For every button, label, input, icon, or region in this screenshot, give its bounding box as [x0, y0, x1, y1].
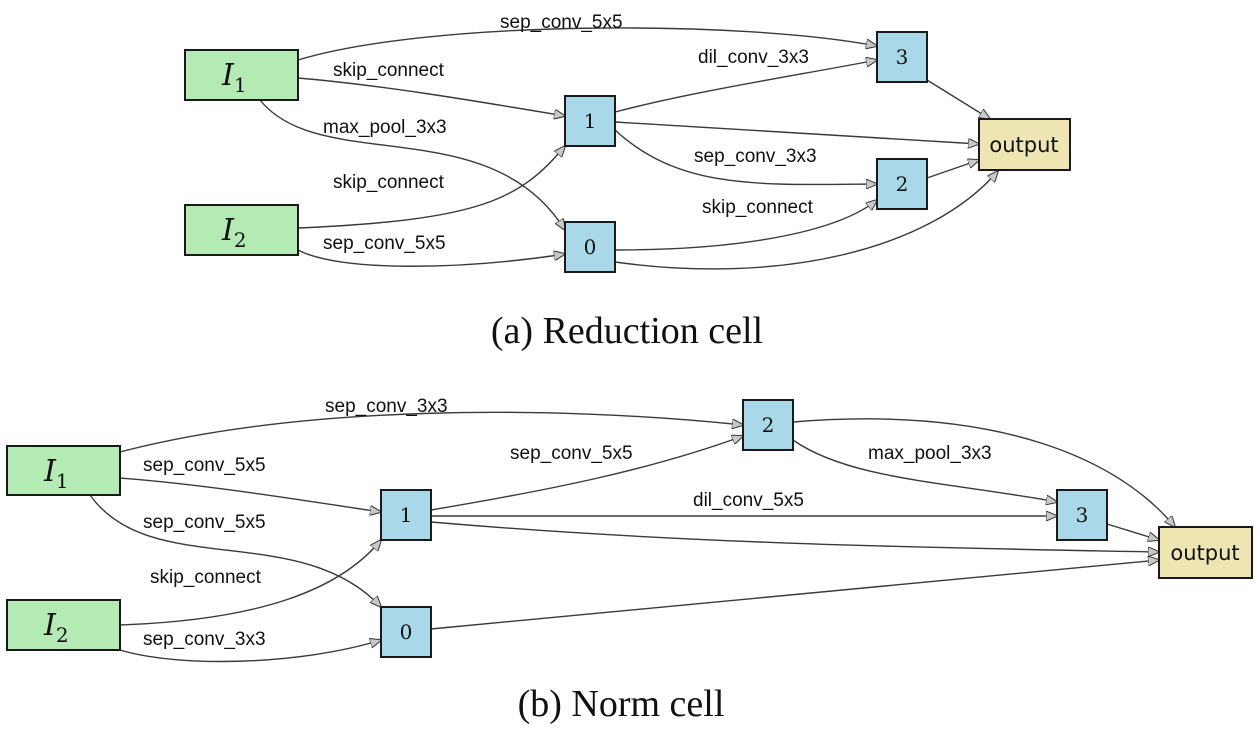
svg-text:I1: I1 — [43, 454, 69, 493]
node-0: 0 — [564, 221, 616, 273]
input-node-i2: I2 — [184, 204, 299, 256]
output-label: output — [1170, 541, 1239, 565]
input-i2-subscript: 2 — [56, 623, 69, 647]
edge-2-to-3 — [792, 439, 1057, 502]
node-2: 2 — [742, 399, 794, 451]
output-node: output — [1158, 526, 1253, 579]
input-i2-base: I — [43, 608, 57, 643]
input-i1-base: I — [221, 58, 235, 93]
edge-label-2-to-3: max_pool_3x3 — [868, 443, 992, 464]
node-1: 1 — [380, 489, 432, 541]
edge-0-to-2 — [614, 200, 877, 251]
input-i1-base: I — [43, 454, 57, 489]
edge-i2-to-0 — [297, 249, 565, 267]
svg-text:I2: I2 — [221, 213, 247, 252]
node-1-label: 1 — [584, 109, 597, 133]
edge-2-to-output — [792, 418, 1175, 527]
edge-i1-to-2 — [119, 411, 743, 453]
edge-3-to-output — [926, 79, 990, 119]
output-label: output — [989, 133, 1058, 157]
svg-text:I2: I2 — [43, 608, 69, 647]
edge-i1-to-1 — [297, 77, 565, 116]
edge-0-to-output — [430, 560, 1159, 630]
edge-label-i2-to-1: skip_connect — [150, 567, 262, 588]
node-3-label: 3 — [896, 45, 909, 69]
edge-label-i2-to-0: sep_conv_3x3 — [143, 629, 266, 650]
edge-1-to-output — [430, 521, 1159, 552]
edge-i2-to-1 — [297, 146, 565, 229]
edge-label-i1-to-0: max_pool_3x3 — [323, 117, 447, 138]
edge-label-1-to-2: sep_conv_3x3 — [694, 146, 817, 167]
edge-label-i2-to-0: sep_conv_5x5 — [323, 233, 446, 254]
edge-1-to-3 — [614, 60, 877, 113]
edge-label-1-to-2: sep_conv_5x5 — [510, 443, 633, 464]
edge-label-1-to-3: dil_conv_5x5 — [693, 490, 804, 511]
input-i1-subscript: 1 — [56, 469, 69, 493]
edge-label-0-to-2: skip_connect — [702, 197, 814, 218]
node-0: 0 — [380, 606, 432, 658]
node-1: 1 — [564, 95, 616, 147]
norm-cell: sep_conv_3x3 sep_conv_5x5 sep_conv_5x5 s… — [6, 396, 1253, 725]
edge-label-i1-to-0: sep_conv_5x5 — [143, 512, 266, 533]
output-node: output — [978, 118, 1071, 171]
edge-i1-to-3 — [297, 27, 877, 61]
input-node-i2: I2 — [6, 599, 121, 651]
edge-label-1-to-3: dil_conv_3x3 — [698, 47, 809, 68]
reduction-cell: sep_conv_5x5 skip_connect max_pool_3x3 s… — [184, 12, 1071, 352]
node-1-label: 1 — [400, 503, 413, 527]
input-i1-subscript: 1 — [234, 73, 247, 97]
node-2-label: 2 — [762, 413, 775, 437]
input-i2-subscript: 2 — [234, 228, 247, 252]
node-2: 2 — [876, 158, 928, 210]
edge-2-to-output — [926, 160, 979, 179]
svg-text:I1: I1 — [221, 58, 247, 97]
input-node-i1: I1 — [6, 445, 121, 496]
node-3: 3 — [1056, 489, 1108, 541]
caption-norm-cell: (b) Norm cell — [518, 683, 725, 725]
edge-label-i1-to-1: skip_connect — [333, 60, 445, 81]
edge-0-to-output — [614, 171, 998, 270]
node-3-label: 3 — [1076, 503, 1089, 527]
edge-1-to-2 — [430, 436, 743, 511]
edge-label-i2-to-1: skip_connect — [333, 172, 445, 193]
edge-1-to-output — [614, 121, 979, 144]
edge-i1-to-1 — [119, 477, 381, 512]
input-node-i1: I1 — [184, 49, 299, 101]
edge-label-i1-to-3: sep_conv_5x5 — [500, 12, 623, 33]
caption-reduction-cell: (a) Reduction cell — [491, 310, 763, 352]
edge-1-to-2 — [614, 129, 877, 185]
node-0-label: 0 — [584, 235, 597, 259]
edge-i1-to-0 — [89, 494, 381, 607]
edge-i2-to-1 — [119, 540, 381, 626]
edge-i2-to-0 — [119, 640, 381, 663]
edge-label-i1-to-2: sep_conv_3x3 — [325, 396, 448, 417]
input-i2-base: I — [221, 213, 235, 248]
node-3: 3 — [876, 31, 928, 83]
edge-label-i1-to-1: sep_conv_5x5 — [143, 455, 266, 476]
node-2-label: 2 — [896, 172, 909, 196]
node-0-label: 0 — [400, 620, 413, 644]
edge-i1-to-0 — [259, 99, 565, 230]
edge-3-to-output — [1106, 523, 1159, 540]
